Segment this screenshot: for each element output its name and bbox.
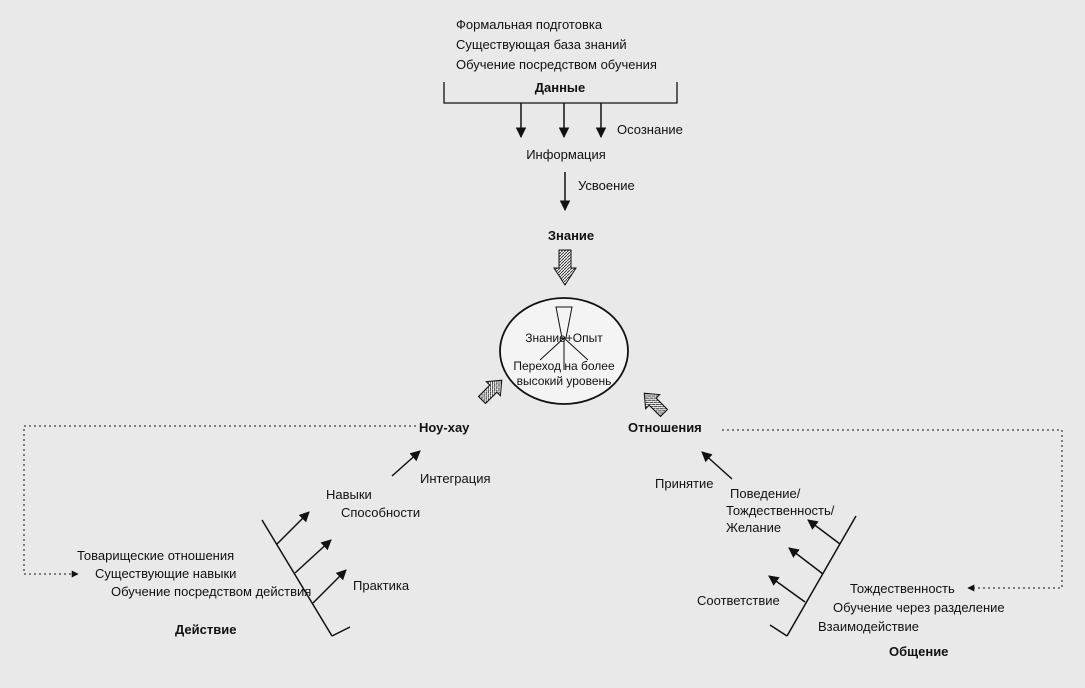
communication-title: Общение: [889, 644, 949, 659]
action-item-3: Обучение посредством действия: [111, 584, 312, 599]
center-line-2: Переход на более: [513, 359, 615, 373]
practice-label: Практика: [353, 578, 410, 593]
conformity-label: Соответствие: [697, 593, 780, 608]
hatched-arrow-left: [477, 379, 503, 405]
information-label: Информация: [526, 147, 606, 162]
skills-label: Навыки: [326, 487, 372, 502]
data-title: Данные: [534, 80, 586, 95]
data-bracket: [443, 82, 678, 104]
knowhow-label: Ноу-хау: [419, 420, 470, 435]
abilities-label: Способности: [341, 505, 421, 520]
assimilation-label: Усвоение: [578, 178, 635, 193]
funnel-icon: [555, 306, 573, 339]
behavior-line-3: Желание: [726, 520, 782, 535]
knowledge-label: Знание: [547, 228, 595, 243]
integration-label: Интеграция: [420, 471, 491, 486]
action-title: Действие: [175, 622, 237, 637]
right-trunk: [786, 515, 857, 637]
behavior-line-2: Тождественность/: [726, 503, 835, 518]
communication-item-3: Взаимодействие: [818, 619, 919, 634]
hatched-arrow-down: [553, 249, 577, 286]
dotted-left-loop: [23, 425, 416, 578]
data-item-3: Обучение посредством обучения: [456, 57, 657, 72]
communication-item-1: Тождественность: [850, 581, 955, 596]
center-line-1: Знание+Опыт: [525, 331, 603, 345]
behavior-line-1: Поведение/: [730, 486, 801, 501]
communication-item-2: Обучение через разделение: [833, 600, 1005, 615]
dotted-right-loop: [722, 429, 1063, 592]
acceptance-label: Принятие: [655, 476, 714, 491]
data-item-1: Формальная подготовка: [456, 17, 603, 32]
relations-label: Отношения: [628, 420, 702, 435]
data-item-2: Существующая база знаний: [456, 37, 627, 52]
center-line-3: высокий уровень: [516, 374, 612, 388]
awareness-label: Осознание: [617, 122, 683, 137]
action-item-2: Существующие навыки: [95, 566, 237, 581]
left-trunk: [261, 519, 333, 637]
action-item-1: Товарищеские отношения: [77, 548, 235, 563]
hatched-arrow-right: [643, 392, 669, 418]
